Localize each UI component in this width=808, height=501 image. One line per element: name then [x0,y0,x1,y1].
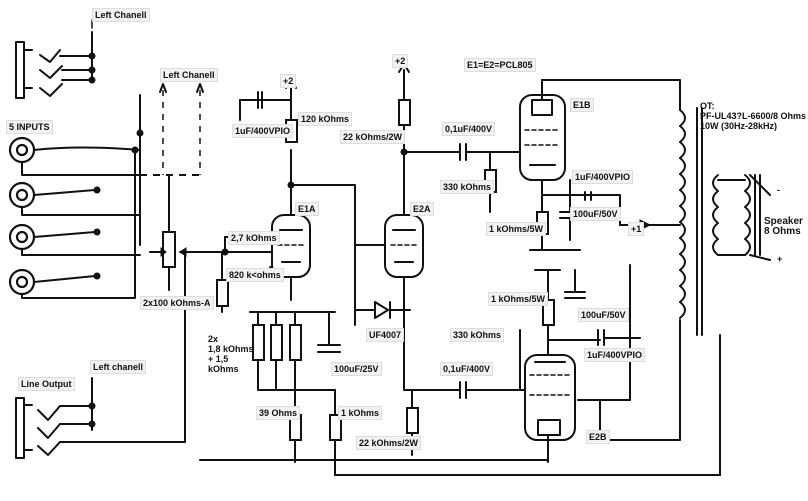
e2b-cathode-network [534,264,641,401]
label-r-1k5w-bottom: 1 kOhms/5W [488,292,549,306]
speaker [717,174,771,261]
diode-uf4007 [354,301,411,319]
line-output-jacks [15,251,186,459]
label-r-1k5w-top: 1 kOhms/5W [486,222,547,236]
label-c-1u400-e2b: 1uF/400VPIO [584,348,646,362]
label-r-330k-top: 330 kOhms [440,180,495,194]
e2a-cathode-network [403,329,531,456]
label-c-01u-bottom: 0,1uF/400V [440,362,494,376]
input-selector [131,83,204,176]
label-plus: + [777,254,783,264]
volume-pot [139,174,221,291]
label-r-18k: 2x 1,8 kOhms + 1,5 kOhms [208,334,254,374]
label-r-820k: 820 k<ohms [226,268,284,282]
label-left-chanell-top: Left Chanell [92,8,150,22]
label-r-39: 39 Ohms [256,406,301,420]
label-line-output: Line Output [18,377,75,391]
label-speaker: Speaker 8 Ohms [764,216,803,237]
label-plus1: +1 [628,222,645,236]
rca-jack-1 [8,136,141,176]
output-transformer [599,107,719,441]
label-ot: OT: PF-UL43?L-6600/8 Ohms 10W (30Hz-28kH… [700,101,807,131]
label-pot: 2x100 kOhms-A [140,296,214,310]
e1a-cathode-network [249,311,342,476]
label-plus2-b: +2 [392,54,409,68]
label-r-120k: 120 kOhms [298,112,353,126]
label-c-1u400-e1b: 1uF/400VPIO [572,170,634,184]
label-plus2-a: +2 [280,74,297,88]
label-c-1u400-top: 1uF/400VPIO [232,124,294,138]
input-jack-block-top [15,19,96,99]
label-r-22k-top: 22 kOhms/2W [340,130,406,144]
label-c-01u-top: 0,1uF/400V [442,122,496,136]
label-e1a: E1A [295,202,319,216]
tube-e2b [524,329,576,463]
label-c-100u25: 100uF/25V [331,362,382,376]
tube-e2a [354,149,424,391]
label-r-22k-bottom: 22 kOhms/2W [356,436,422,450]
label-e2a: E2A [410,202,434,216]
rca-jack-2 [8,181,141,216]
label-e2b: E2B [586,430,610,444]
label-c-100u50-top: 100uF/50V [570,207,621,221]
label-5-inputs: 5 INPUTS [6,120,53,134]
label-r-330k-bottom: 330 kOhms [450,328,505,342]
rca-jack-4 [8,159,136,299]
label-c-100u50-bottom: 100uF/50V [578,308,629,322]
label-e1b: E1B [570,98,594,112]
label-tubes: E1=E2=PCL805 [464,58,536,72]
label-minus: - [777,185,780,195]
rca-jack-3 [8,223,141,256]
label-diode: UF4007 [366,328,405,342]
tube-e1b [519,79,566,213]
label-r-1k: 1 kOhms [338,406,383,420]
label-left-chanell-bottom: Left chanell [90,360,147,374]
ground-bus [199,334,721,476]
label-left-chanell-mid: Left Chanell [160,68,218,82]
label-r-27k: 2,7 kOhms [228,231,280,245]
